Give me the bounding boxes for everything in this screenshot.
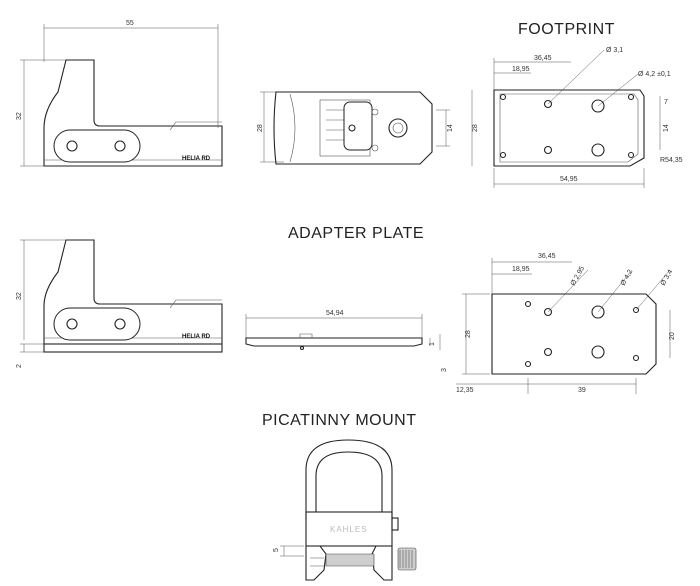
plate-spacing: 39 bbox=[578, 387, 586, 394]
fp-hole-d42: Ø 4,2 ±0,1 bbox=[638, 71, 671, 78]
plate-offset: 12,35 bbox=[456, 387, 474, 394]
dim-adapter-height: 32 bbox=[16, 292, 23, 300]
title-picatinny-mount: PICATINNY MOUNT bbox=[262, 412, 416, 429]
adapter-plate-top-view: 36,45 18,95 Ø 2,95 Ø 4,2 Ø 3,4 28 20 12,… bbox=[456, 253, 676, 394]
plate-hole-42: Ø 4,2 bbox=[620, 269, 635, 287]
fp-side-14: 14 bbox=[663, 124, 670, 132]
sight-model-label: HELIA RD bbox=[182, 156, 211, 162]
plate-dim-18-95: 18,95 bbox=[512, 266, 530, 273]
picatinny-height: 5 bbox=[273, 548, 280, 552]
plate-dim-36-45: 36,45 bbox=[538, 253, 556, 260]
adapter-sight-side-view: 32 2 HELIA RD bbox=[16, 239, 223, 368]
footprint-drawing: 36,45 18,95 Ø 3,1 Ø 4,2 ±0,1 28 7 14 R54… bbox=[471, 47, 683, 188]
dim-top-right: 14 bbox=[447, 124, 454, 132]
fp-dim-36-45: 36,45 bbox=[534, 55, 552, 62]
sight-side-view: 55 32 HELIA RD bbox=[16, 20, 223, 167]
adapter-plate-side-view: 54,94 1 3 bbox=[245, 310, 448, 372]
dim-sight-length: 55 bbox=[126, 20, 134, 27]
fp-length: 54,95 bbox=[560, 176, 578, 183]
plate-hole-295: Ø 2,95 bbox=[570, 265, 587, 287]
fp-hole-d31: Ø 3,1 bbox=[606, 47, 623, 54]
plate-side-length: 54,94 bbox=[326, 310, 344, 317]
fp-corner-r: R54,35 bbox=[660, 157, 683, 164]
plate-hole-34: Ø 3,4 bbox=[660, 269, 675, 287]
picatinny-mount-drawing: KAHLES 5 bbox=[273, 439, 417, 581]
adapter-sight-model-label: HELIA RD bbox=[182, 334, 211, 340]
plate-thick-1: 1 bbox=[429, 342, 436, 346]
sight-top-view: 28 14 bbox=[257, 91, 454, 165]
dim-sight-height: 32 bbox=[16, 112, 23, 120]
fp-width: 28 bbox=[472, 124, 479, 132]
title-adapter-plate: ADAPTER PLATE bbox=[288, 225, 424, 242]
plate-side-20: 20 bbox=[669, 332, 676, 340]
mount-brand-label: KAHLES bbox=[330, 525, 368, 534]
dim-top-width: 28 bbox=[257, 124, 264, 132]
title-footprint: FOOTPRINT bbox=[518, 21, 615, 38]
fp-side-7: 7 bbox=[664, 99, 668, 106]
plate-width: 28 bbox=[465, 330, 472, 338]
dim-adapter-base: 2 bbox=[16, 364, 23, 368]
plate-thick-3: 3 bbox=[441, 368, 448, 372]
fp-dim-18-95: 18,95 bbox=[512, 66, 530, 73]
